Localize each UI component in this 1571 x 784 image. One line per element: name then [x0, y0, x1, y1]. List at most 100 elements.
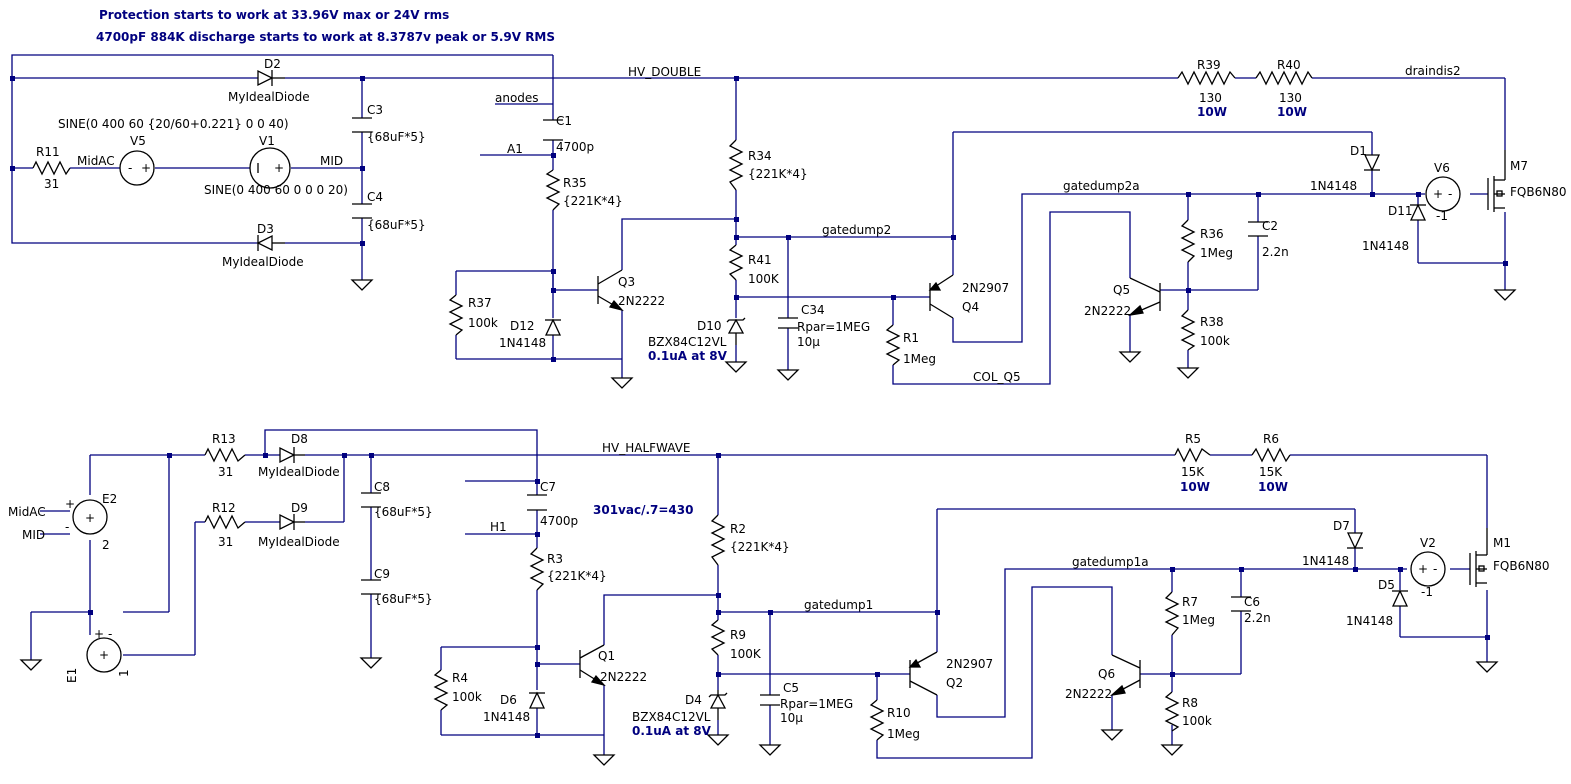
capacitor-C1[interactable]	[543, 119, 563, 141]
capacitor-C9[interactable]	[361, 579, 381, 595]
resistor-R11[interactable]	[32, 160, 71, 176]
junctions	[10, 76, 1508, 738]
pnp-Q4[interactable]	[928, 274, 954, 319]
diode-D2[interactable]	[257, 69, 285, 87]
components-r12-ref-label: R12	[212, 501, 236, 515]
components-v2-value-label: -1	[1421, 585, 1433, 599]
components-d5-ref-label: D5	[1378, 578, 1395, 592]
capacitor-C6[interactable]	[1231, 596, 1251, 612]
components-c2-ref-label: C2	[1262, 219, 1278, 233]
diode-D1[interactable]	[1363, 154, 1381, 172]
components-r11-ref-label: R11	[36, 145, 60, 159]
resistor-R1[interactable]	[885, 324, 901, 366]
components-q4-value-label: 2N2907	[962, 281, 1009, 295]
diode-D11[interactable]	[1409, 203, 1427, 221]
capacitor-C7[interactable]	[527, 494, 547, 511]
resistor-R38[interactable]	[1180, 309, 1196, 351]
components-c34-ref-label: C34	[801, 303, 825, 317]
resistor-R13[interactable]	[204, 447, 246, 463]
components-r3-ref-label: R3	[547, 552, 563, 566]
resistor-R8[interactable]	[1164, 691, 1180, 732]
grounds	[19, 279, 1517, 766]
resistor-R4[interactable]	[433, 669, 449, 711]
diode-D9[interactable]	[279, 513, 305, 531]
resistor-R37[interactable]	[448, 294, 464, 336]
source-V1[interactable]: +	[249, 147, 291, 189]
mosfet-M7[interactable]	[1487, 150, 1506, 212]
components-r38-ref-label: R38	[1200, 315, 1224, 329]
components-d1-value-label: 1N4148	[1310, 179, 1357, 193]
components-c4-value-label: {68uF*5}	[367, 218, 426, 232]
source-E2[interactable]: ++-	[65, 497, 108, 535]
components-r9-value-label: 100K	[730, 647, 762, 661]
pnp-Q2[interactable]	[908, 651, 938, 696]
components-m1-ref-label: M1	[1493, 536, 1511, 550]
svg-text:+: +	[1433, 187, 1443, 201]
components-r8-ref-label: R8	[1182, 696, 1198, 710]
net-col-q5: COL_Q5	[973, 370, 1021, 384]
components-d12-ref-label: D12	[510, 319, 535, 333]
svg-text:-: -	[1433, 562, 1437, 576]
components-r34-ref-label: R34	[748, 149, 772, 163]
net-mid-top: MID	[320, 154, 343, 168]
resistor-R3[interactable]	[529, 547, 545, 591]
diode-D5[interactable]	[1391, 589, 1409, 607]
zener-D10[interactable]	[726, 317, 746, 345]
components-r41-value-label: 100K	[748, 272, 780, 286]
diode-D3[interactable]	[256, 234, 285, 252]
resistor-R34[interactable]	[728, 139, 744, 191]
resistor-R2[interactable]	[710, 514, 726, 566]
resistor-R36[interactable]	[1180, 219, 1196, 263]
components-r7-value-label: 1Meg	[1182, 613, 1215, 627]
zener-D4[interactable]	[708, 690, 728, 720]
capacitor-C3[interactable]	[352, 117, 372, 133]
components-d9-ref-label: D9	[291, 501, 308, 515]
components-d6-value-label: 1N4148	[483, 710, 530, 724]
svg-text:+: +	[85, 511, 95, 525]
resistor-R7[interactable]	[1164, 591, 1180, 636]
diode-D12[interactable]	[544, 318, 562, 336]
capacitor-C2[interactable]	[1248, 221, 1268, 237]
npn-Q3[interactable]	[597, 269, 624, 312]
components-r11-value-label: 31	[44, 177, 59, 191]
source-V5[interactable]: -+	[119, 150, 155, 186]
capacitor-C5[interactable]	[760, 694, 780, 706]
resistor-R40[interactable]	[1255, 70, 1313, 86]
capacitor-C34[interactable]	[778, 317, 798, 329]
resistor-R9[interactable]	[710, 619, 726, 656]
components-v1-value-label: SINE(0 400 60 0 0 0 20)	[204, 183, 348, 197]
components-q6-ref-label: Q6	[1098, 667, 1115, 681]
resistor-R10[interactable]	[869, 699, 885, 741]
resistor-R35[interactable]	[545, 169, 561, 211]
components-q5-value-label: 2N2222	[1084, 304, 1131, 318]
diode-D7[interactable]	[1346, 532, 1364, 550]
diode-D6[interactable]	[528, 691, 546, 709]
capacitor-C8[interactable]	[361, 492, 381, 508]
capacitor-C4[interactable]	[352, 203, 372, 219]
resistor-R12[interactable]	[204, 514, 246, 530]
components-d2-value-label: MyIdealDiode	[228, 90, 310, 104]
svg-text:-: -	[1448, 187, 1452, 201]
source-V2[interactable]: +-	[1410, 551, 1446, 587]
components-d8-value-label: MyIdealDiode	[258, 465, 340, 479]
resistor-R6[interactable]	[1251, 447, 1291, 463]
resistor-R41[interactable]	[728, 244, 744, 281]
npn-Q6[interactable]	[1109, 654, 1141, 696]
components-c5-value2-label: 10µ	[780, 711, 803, 725]
components-r40-power-label: 10W	[1277, 105, 1307, 119]
mosfet-M1[interactable]	[1469, 528, 1488, 587]
svg-text:+: +	[141, 161, 151, 175]
npn-Q5[interactable]	[1127, 277, 1161, 316]
npn-Q1[interactable]	[579, 644, 606, 687]
note-discharge: 4700pF 884K discharge starts to work at …	[96, 30, 555, 44]
resistor-R5[interactable]	[1174, 447, 1211, 463]
components-r36-value-label: 1Meg	[1200, 246, 1233, 260]
svg-text:+: +	[94, 627, 104, 641]
resistor-R39[interactable]	[1177, 70, 1236, 86]
net-a1: A1	[507, 142, 523, 156]
net-midac-top: MidAC	[77, 154, 115, 168]
source-V6[interactable]: +-	[1425, 176, 1461, 212]
diode-D8[interactable]	[279, 446, 305, 464]
source-E1[interactable]: +-+	[86, 627, 122, 673]
components-r39-power-label: 10W	[1197, 105, 1227, 119]
